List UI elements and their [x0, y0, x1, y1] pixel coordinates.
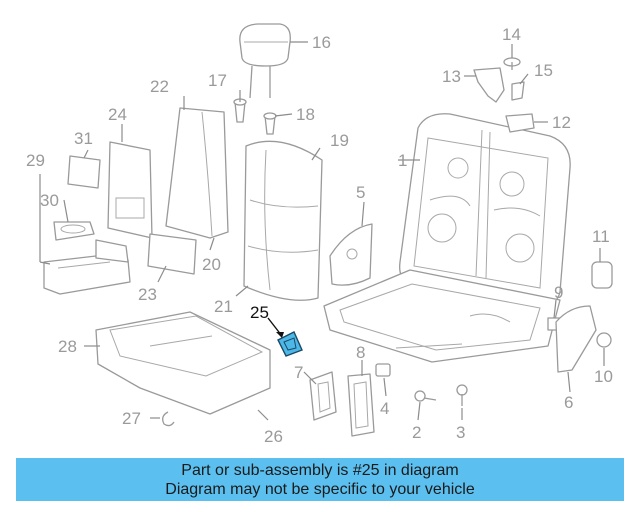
callout-3: 3 — [456, 423, 465, 442]
part-19-seatback-cover[interactable] — [243, 140, 323, 301]
callout-16: 16 — [312, 33, 331, 52]
part-23-trim-panel[interactable] — [147, 233, 197, 275]
part-12-latch-cover[interactable] — [505, 113, 535, 133]
part-6-side-cover[interactable] — [555, 305, 597, 373]
callout-19: 19 — [330, 131, 349, 150]
part-28-seat-cushion[interactable] — [95, 311, 271, 415]
callout-25: 25 — [250, 303, 269, 322]
part-15-clip[interactable] — [511, 81, 525, 101]
callout-18: 18 — [296, 105, 315, 124]
caption-line-1: Part or sub-assembly is #25 in diagram — [181, 462, 459, 479]
part-13-bracket[interactable] — [473, 67, 505, 103]
part-2-bolt[interactable] — [414, 390, 437, 402]
callout-26: 26 — [264, 427, 283, 446]
callout-1: 1 — [398, 151, 407, 170]
caption-bar: Part or sub-assembly is #25 in diagram D… — [16, 458, 624, 501]
part-5-cover[interactable] — [329, 223, 373, 286]
callout-5: 5 — [356, 183, 365, 202]
callout-14: 14 — [502, 25, 521, 44]
callout-17: 17 — [208, 71, 227, 90]
callout-24: 24 — [108, 105, 127, 124]
callout-30: 30 — [40, 191, 59, 210]
part-3-bolt[interactable] — [456, 384, 468, 406]
part-4-bushing[interactable] — [375, 363, 391, 377]
part-7-trim[interactable] — [309, 371, 337, 421]
part-8-trim[interactable] — [347, 373, 375, 437]
callout-11: 11 — [592, 227, 610, 246]
part-16-headrest[interactable] — [239, 23, 291, 99]
part-30-bracket[interactable] — [53, 221, 95, 241]
seat-cushion-frame — [323, 269, 561, 363]
callout-8: 8 — [356, 343, 365, 362]
callout-9: 9 — [554, 283, 563, 302]
callout-15: 15 — [534, 61, 553, 80]
callout-13: 13 — [442, 67, 461, 86]
part-18-headrest-guide[interactable] — [263, 112, 277, 135]
callout-22: 22 — [150, 77, 169, 96]
part-24-back-panel[interactable] — [107, 141, 153, 239]
callout-12: 12 — [552, 113, 571, 132]
callout-21: 21 — [214, 297, 233, 316]
part-17-headrest-guide[interactable] — [233, 98, 247, 123]
part-31-pad[interactable] — [67, 155, 101, 189]
part-27-clip[interactable] — [162, 411, 175, 427]
callout-2: 2 — [412, 423, 421, 442]
callout-10: 10 — [594, 367, 613, 386]
callout-23: 23 — [138, 285, 157, 304]
part-14-clip[interactable] — [503, 57, 521, 70]
callout-28: 28 — [58, 337, 77, 356]
callout-20: 20 — [202, 255, 221, 274]
part-11-knob[interactable] — [591, 261, 613, 289]
part-10-cap[interactable] — [596, 332, 612, 348]
callout-27: 27 — [122, 409, 141, 428]
seat-parts-diagram: 1 2 3 4 5 6 7 8 9 10 11 12 13 14 15 16 1… — [26, 23, 613, 446]
caption-line-2: Diagram may not be specific to your vehi… — [165, 481, 475, 498]
part-25-highlighted[interactable] — [277, 331, 303, 357]
callout-7: 7 — [294, 363, 303, 382]
callout-29: 29 — [26, 151, 45, 170]
callout-31: 31 — [74, 129, 93, 148]
part-29-armrest[interactable] — [43, 239, 131, 295]
part-22-seatback-pad[interactable] — [165, 107, 229, 239]
leader-lines — [39, 41, 605, 421]
callout-labels: 1 2 3 4 5 6 7 8 9 10 11 12 13 14 15 16 1… — [26, 25, 613, 446]
callout-4: 4 — [380, 399, 389, 418]
callout-6: 6 — [564, 393, 573, 412]
